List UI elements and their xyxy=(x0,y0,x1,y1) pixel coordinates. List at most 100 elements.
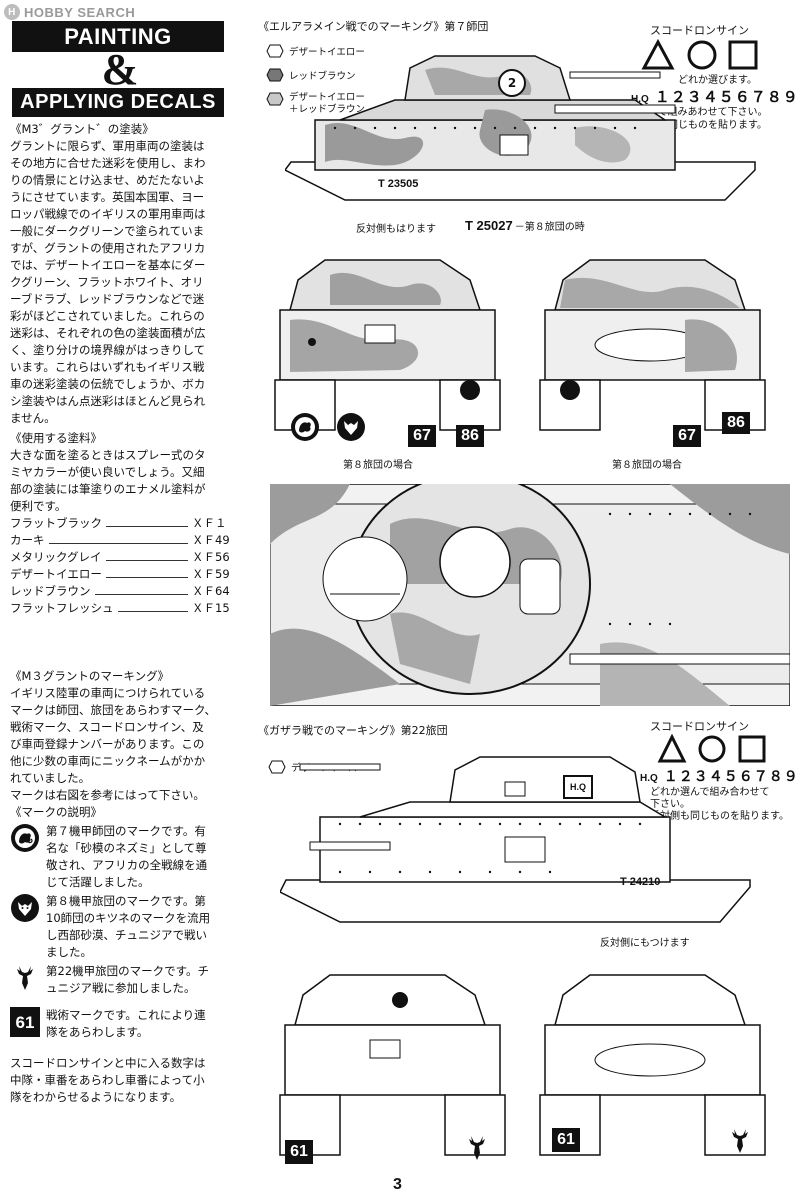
alamein-other-side: 反対側も同じものを貼ります。 xyxy=(628,120,767,131)
reg-number-2: T 25027 xyxy=(465,218,513,233)
gazala-choose-2: 下さい。 xyxy=(650,799,690,810)
paints-line: ミヤカラーが使い良いでしょう。又細 xyxy=(10,465,205,479)
paints-line: 便利です。 xyxy=(10,499,67,513)
legend-swatch xyxy=(266,68,284,82)
header-decals: APPLYING DECALS xyxy=(12,88,224,117)
marking-line: 第22機甲旅団のマークです。チ xyxy=(46,964,209,978)
tactical-61-icon: 61 xyxy=(10,1007,40,1037)
marking-line: 10師団のキツネのマークを流用 xyxy=(46,911,211,925)
marking-line: 戦術マークです。これにより連 xyxy=(46,1008,206,1022)
alamein-hq-row: H.Q １２３４５６７８９ xyxy=(631,86,799,107)
marking-line: 敬され、アフリカの全戦線を通 xyxy=(46,858,208,872)
plate-86-rear: 86 xyxy=(722,412,750,434)
paints-heading: 《使用する塗料》 xyxy=(10,431,102,445)
gazala-rear-view xyxy=(539,974,766,1156)
paint-item: カーキ ＸＦ49 xyxy=(10,532,242,549)
marking-line: 第８機甲旅団のマークです。第 xyxy=(46,894,206,908)
alamein-choose: どれか選びます。 xyxy=(678,75,757,86)
marking-line: ました。 xyxy=(46,945,92,959)
explain-heading: 《マークの説明》 xyxy=(10,805,102,819)
reg-number: T 24210 xyxy=(620,876,661,888)
footer-line: 中隊・車番をあらわし車番によって小 xyxy=(10,1073,205,1087)
legend-label: デザートイエロー ＋レッドブラウン xyxy=(289,92,366,115)
turret-number: 2 xyxy=(498,69,526,97)
watermark-badge: H xyxy=(4,4,20,20)
alamein-both-sides: 反対側もはります xyxy=(356,224,436,235)
paint-name: メタリックグレイ xyxy=(10,550,102,564)
painting-line: グラントに限らず、軍用車両の塗装は xyxy=(10,139,205,153)
footer-line: 隊をわからせるようになります。 xyxy=(10,1090,182,1104)
watermark-text: HOBBY SEARCH xyxy=(24,4,136,20)
paints-line: 部の塗装には筆塗りのエナメル塗料が xyxy=(10,482,206,496)
markings-line: イギリス陸軍の車両につけられている xyxy=(10,686,206,700)
gazala-squadron-shapes xyxy=(657,734,766,763)
markings-line: 戦術マーク、スコードロンサイン、及 xyxy=(10,720,204,734)
desert-rat-icon xyxy=(291,413,319,441)
painting-line: 車の迷彩塗装の伝統でしょうか、ボカ xyxy=(10,377,206,391)
hq-label: H.Q xyxy=(631,94,649,105)
marking-line: 名な「砂模のネズミ」として尊 xyxy=(46,841,207,855)
painting-line: シ塗装やはん点迷彩はほとんど見られ xyxy=(10,394,206,408)
fox-icon xyxy=(11,894,39,922)
front-caption: 第８旅団の場合 xyxy=(343,460,413,471)
legend-label: レッドブラウン xyxy=(289,71,356,82)
paint-name: カーキ xyxy=(10,533,45,547)
alamein-reg2-row: T 25027 －第８旅団の時 xyxy=(465,218,585,233)
alamein-squadron-label: スコードロンサイン xyxy=(650,24,749,37)
painting-line: 一般にダークグリーンで塗られていま xyxy=(10,224,205,238)
gazala-squadron-label: スコードロンサイン xyxy=(650,720,749,733)
legend-swatch xyxy=(266,92,284,106)
markings-footer: スコードロンサインと中に入る数字は 中隊・車番をあらわし車番によって小 隊をわか… xyxy=(10,1055,242,1106)
alamein-combine: 選んで組みあわせて下さい。 xyxy=(638,107,768,118)
alamein-front-view xyxy=(274,259,501,431)
plate-67: 67 xyxy=(408,425,436,447)
plate-86: 86 xyxy=(456,425,484,447)
marking-line: し西部砂漠、チュニジアで戦い xyxy=(46,928,207,942)
painting-line: 迷彩は、それぞれの色の塗装面積が広 xyxy=(10,326,206,340)
gazala-front-view xyxy=(279,974,506,1156)
painting-line: その地方に合せた迷彩を使用し、まわ xyxy=(10,156,206,170)
marking-item: 第22機甲旅団のマークです。チ ュニジア戦に参加しました。 xyxy=(10,963,242,997)
digits: １２３４５６７８９ xyxy=(654,89,799,106)
fox-icon xyxy=(337,413,365,441)
paint-name: レッドブラウン xyxy=(10,584,91,598)
legend-label: デザートイエロー xyxy=(289,47,365,58)
page-number: 3 xyxy=(393,1176,402,1193)
alamein-title: 《エルアラメイン戦でのマーキング》第７師団 xyxy=(258,20,489,33)
painting-line: います。これらはいずれもイギリス戦 xyxy=(10,360,205,374)
alamein-top-view xyxy=(270,484,790,706)
turret-hq-sign: H.Q xyxy=(563,775,593,799)
gazala-other-side: 反対側も同じものを貼ります。 xyxy=(650,811,789,822)
watermark: H HOBBY SEARCH xyxy=(4,4,135,20)
legend-swatch xyxy=(268,760,286,774)
paint-code: ＸＦ64 xyxy=(192,584,230,598)
painting-line: ロッパ戦線でのイギリスの軍用車両は xyxy=(10,207,206,221)
paint-code: ＸＦ59 xyxy=(192,567,230,581)
legend-item: デザートイエロー xyxy=(266,44,365,58)
header-painting: PAINTING xyxy=(12,21,224,52)
reg-number: T 23505 xyxy=(378,178,419,190)
markings-line: マークは師団、旅団をあらわすマーク、 xyxy=(10,703,216,717)
alamein-side-view xyxy=(285,55,756,201)
gazala-hq-row: H.Q １２３４５６７８９ xyxy=(640,766,799,786)
painting-heading: 《M3゛グラント゛の塗装》 xyxy=(10,122,154,136)
header-ampersand: & xyxy=(101,45,139,94)
paint-code: ＸＦ１ xyxy=(192,516,227,530)
stag-icon xyxy=(17,966,33,990)
paint-code: ＸＦ49 xyxy=(192,533,230,547)
alamein-rear-view xyxy=(539,259,766,431)
plate-67-rear: 67 xyxy=(673,425,701,447)
markings-line: れていました。 xyxy=(10,771,91,785)
stag-icon xyxy=(732,1129,748,1153)
legend-item: レッドブラウン xyxy=(266,68,365,82)
painting-line: く、塗り分けの境界線がはっきりして xyxy=(10,343,206,357)
gazala-title: 《ガザラ戦でのマーキング》第22旅団 xyxy=(258,724,448,737)
digits: １２３４５６７８９ xyxy=(663,768,799,784)
painting-line: すが、グラントの使用されたアフリカ xyxy=(10,241,206,255)
plate-61-rear: 61 xyxy=(552,1128,580,1152)
painting-line: では、デザートイエローを基本にダー xyxy=(10,258,206,272)
painting-line: うにさせています。英国本国軍、ヨー xyxy=(10,190,205,204)
markings-line: マークは右図を参考にはって下さい。 xyxy=(10,788,205,802)
